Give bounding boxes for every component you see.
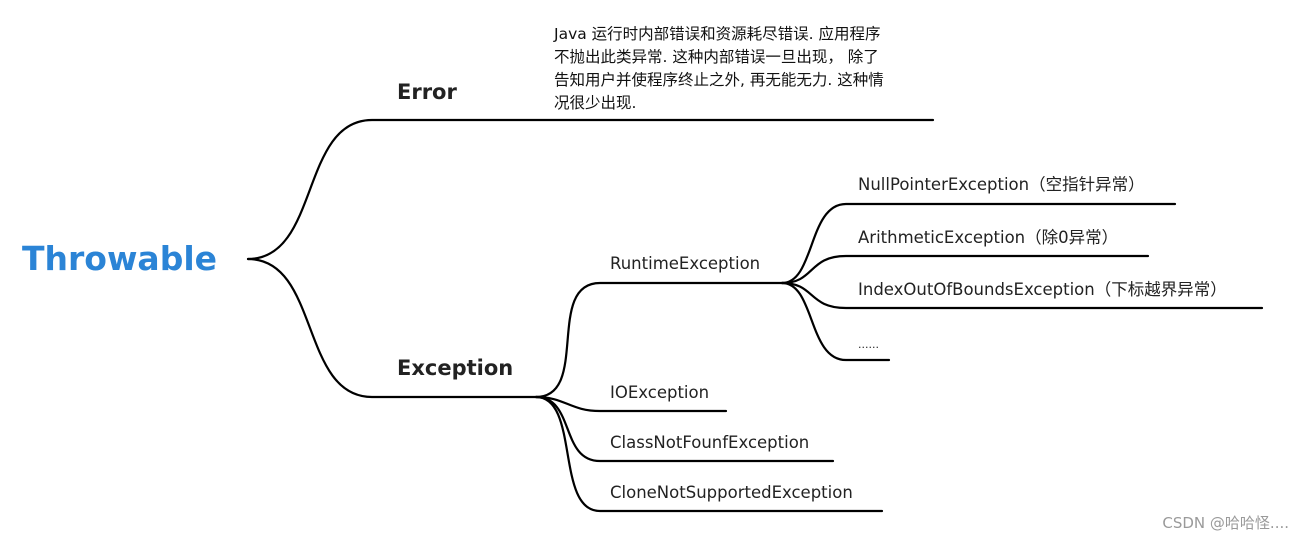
- root-node-throwable: Throwable: [22, 239, 217, 278]
- node-indexoutofboundsexception: IndexOutOfBoundsException（下标越界异常）: [858, 280, 1227, 299]
- edge-root-error: [246, 118, 935, 261]
- watermark: CSDN @哈哈怪....: [1162, 514, 1289, 532]
- edge-runtime-nullpointer: [780, 202, 1177, 285]
- node-runtimeexception: RuntimeException: [610, 254, 760, 273]
- edge-runtime-arithmetic: [780, 254, 1150, 285]
- edge-runtime-indexoutofbounds: [780, 281, 1264, 310]
- edge-runtime-more: [780, 281, 891, 362]
- error-note-line: 况很少出现.: [554, 94, 636, 112]
- node-error: Error: [397, 80, 457, 104]
- edge-root-exception: [246, 257, 538, 399]
- node-ioexception: IOException: [610, 383, 709, 402]
- node-classnotfounfexception: ClassNotFounfException: [610, 433, 809, 452]
- node-more-ellipsis: ......: [858, 338, 879, 351]
- error-note-line: 告知用户并使程序终止之外, 再无能无力. 这种情: [554, 71, 884, 89]
- node-arithmeticexception: ArithmeticException（除0异常）: [858, 228, 1118, 247]
- edge-exception-clonenotsupported: [534, 395, 884, 513]
- edge-exception-runtime: [534, 281, 784, 399]
- error-note-line: Java 运行时内部错误和资源耗尽错误. 应用程序: [553, 24, 881, 43]
- error-note: Java 运行时内部错误和资源耗尽错误. 应用程序 不抛出此类异常. 这种内部错…: [553, 24, 884, 112]
- node-clonenotsupportedexception: CloneNotSupportedException: [610, 483, 853, 502]
- error-note-line: 不抛出此类异常. 这种内部错误一旦出现， 除了: [554, 48, 879, 66]
- node-nullpointerexception: NullPointerException（空指针异常）: [858, 175, 1145, 194]
- node-exception: Exception: [397, 356, 513, 380]
